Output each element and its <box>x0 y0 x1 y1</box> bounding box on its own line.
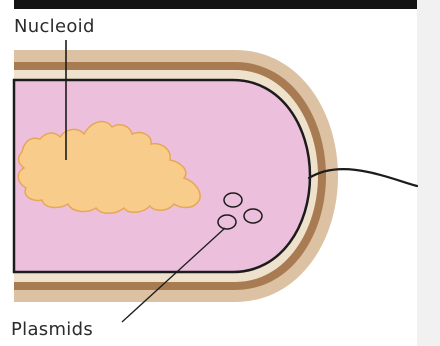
right-panel <box>417 0 440 346</box>
plasmids-label: Plasmids <box>11 319 93 340</box>
plasmid-circle <box>218 215 236 229</box>
nucleoid-label: Nucleoid <box>14 16 95 37</box>
plasmid-circle <box>224 193 242 207</box>
plasmid-circle <box>244 209 262 223</box>
top-border <box>14 0 417 9</box>
left-edge <box>0 0 12 346</box>
